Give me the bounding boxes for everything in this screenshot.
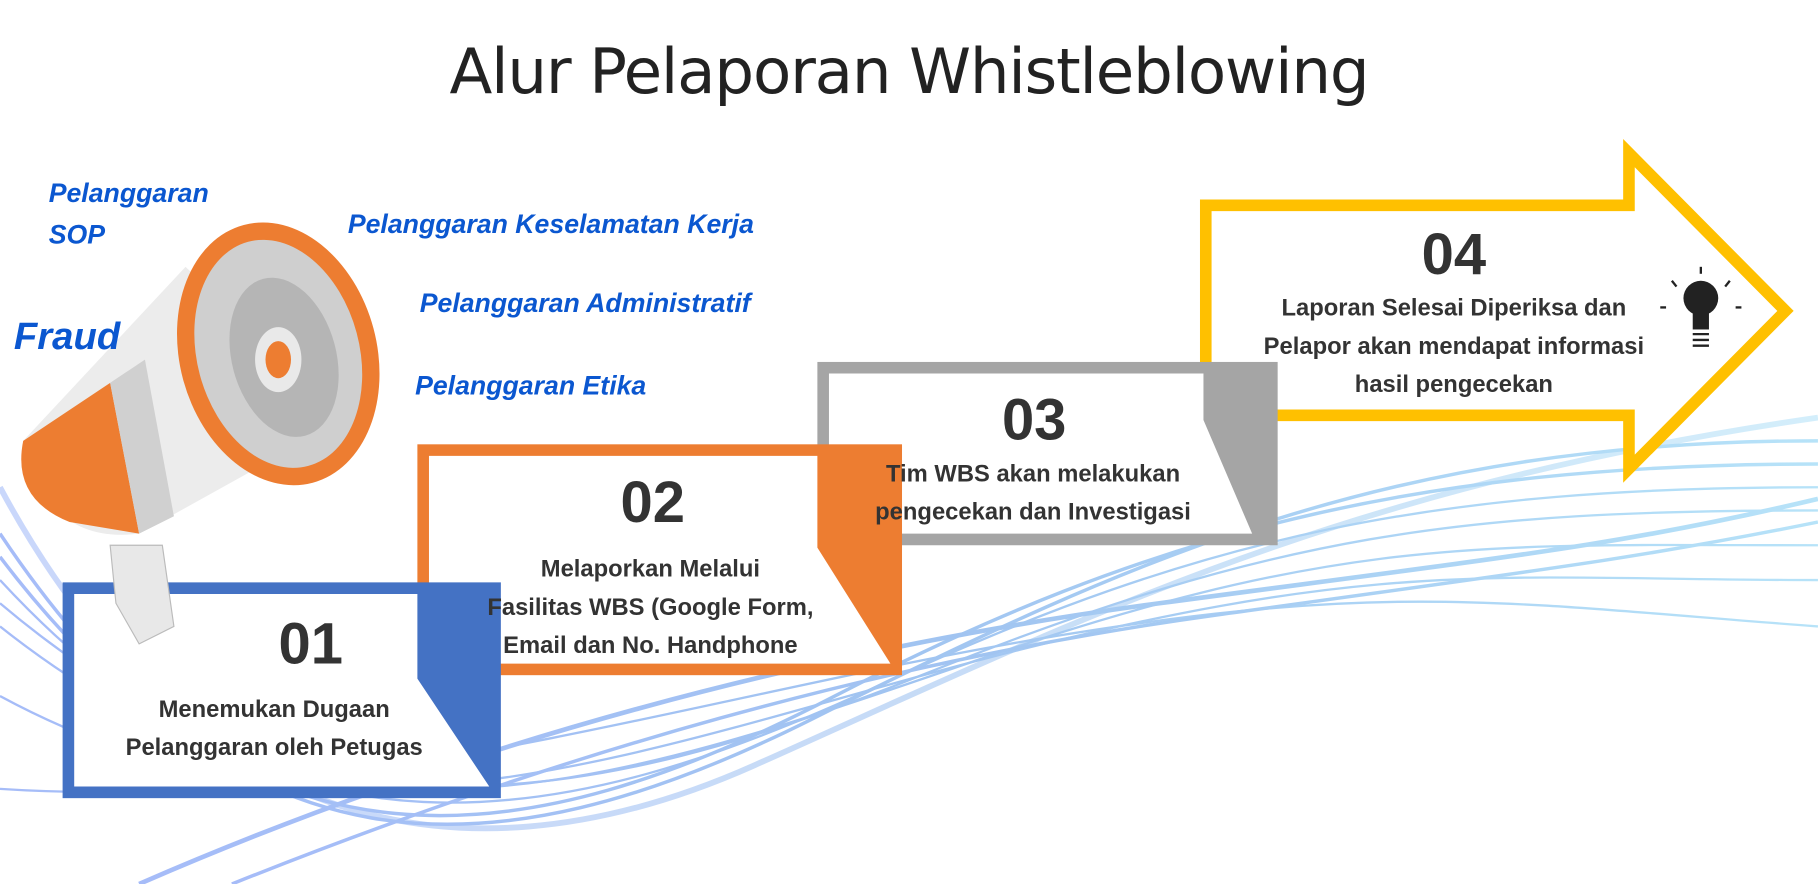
step-04-number: 04 — [1421, 221, 1487, 287]
step-01-line: Pelanggaran oleh Petugas — [125, 734, 423, 762]
step-01-description: Menemukan Dugaan Pelanggaran oleh Petuga… — [74, 690, 474, 767]
step-02-line: Fasilitas WBS (Google Form, — [487, 593, 814, 621]
step-01-line: Menemukan Dugaan — [158, 696, 390, 723]
megaphone-icon — [21, 222, 380, 645]
step-04-description: Laporan Selesai Diperiksa dan Pelapor ak… — [1217, 289, 1690, 404]
step-02-line: Email dan No. Handphone — [503, 632, 798, 659]
step-03-line: pengecekan dan Investigasi — [875, 498, 1191, 526]
lightbulb-icon — [1660, 266, 1742, 347]
category-sop-line1: Pelanggaran — [48, 177, 209, 208]
category-sop-line2: SOP — [48, 219, 106, 250]
step-02-line: Melaporkan Melalui — [540, 555, 761, 583]
step-03-number: 03 — [1001, 387, 1067, 453]
page-title: Alur Pelaporan Whistleblowing — [449, 34, 1369, 108]
category-etika: Pelanggaran Etika — [415, 370, 647, 401]
step-04-line: hasil pengecekan — [1354, 371, 1553, 398]
step-03-line: Tim WBS akan melakukan — [885, 460, 1181, 488]
step-01-box-shape — [62, 582, 501, 799]
category-sop: Pelanggaran SOP — [49, 172, 209, 256]
category-administratif: Pelanggaran Administratif — [419, 287, 751, 318]
step-02-number: 02 — [620, 469, 685, 535]
step-01-number: 01 — [278, 611, 343, 677]
category-keselamatan: Pelanggaran Keselamatan Kerja — [347, 208, 754, 239]
step-04-line: Pelapor akan mendapat informasi — [1263, 332, 1645, 360]
step-02-description: Melaporkan Melalui Fasilitas WBS (Google… — [429, 550, 872, 665]
step-04-line: Laporan Selesai Diperiksa dan — [1281, 294, 1627, 322]
category-fraud: Fraud — [13, 314, 121, 358]
step-03-description: Tim WBS akan melakukan pengecekan dan In… — [829, 455, 1237, 532]
